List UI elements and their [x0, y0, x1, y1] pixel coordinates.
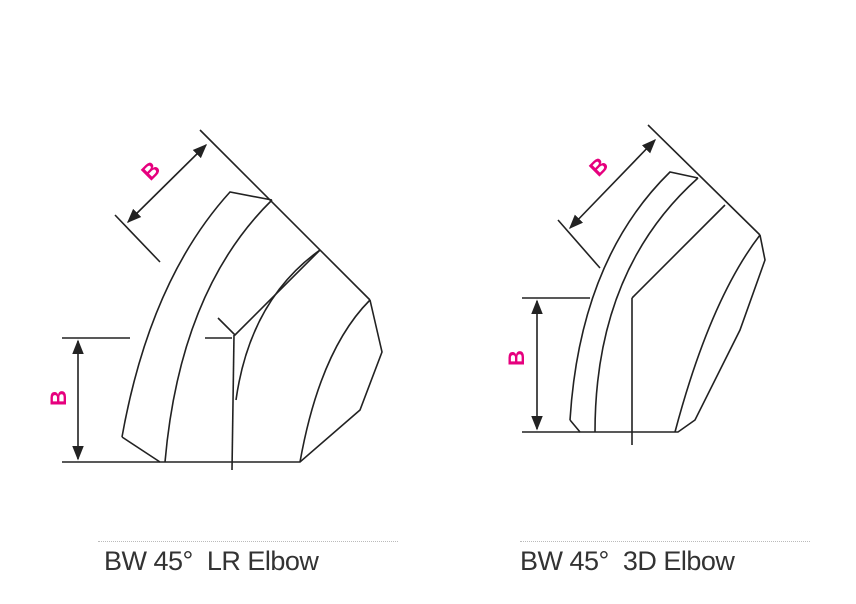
divider — [98, 541, 398, 542]
divider — [520, 541, 810, 542]
3d-dim-side-label: B — [504, 350, 529, 366]
lr-elbow — [62, 129, 383, 471]
lr-dim-side-label: B — [46, 390, 71, 406]
3d-elbow — [522, 124, 766, 445]
3d-elbow-caption: BW 45° 3D Elbow — [520, 546, 735, 576]
lr-dim-top-label: B — [136, 156, 165, 185]
3d-dim-top-label: B — [584, 152, 613, 181]
lr-elbow-caption: BW 45° LR Elbow — [104, 546, 319, 576]
